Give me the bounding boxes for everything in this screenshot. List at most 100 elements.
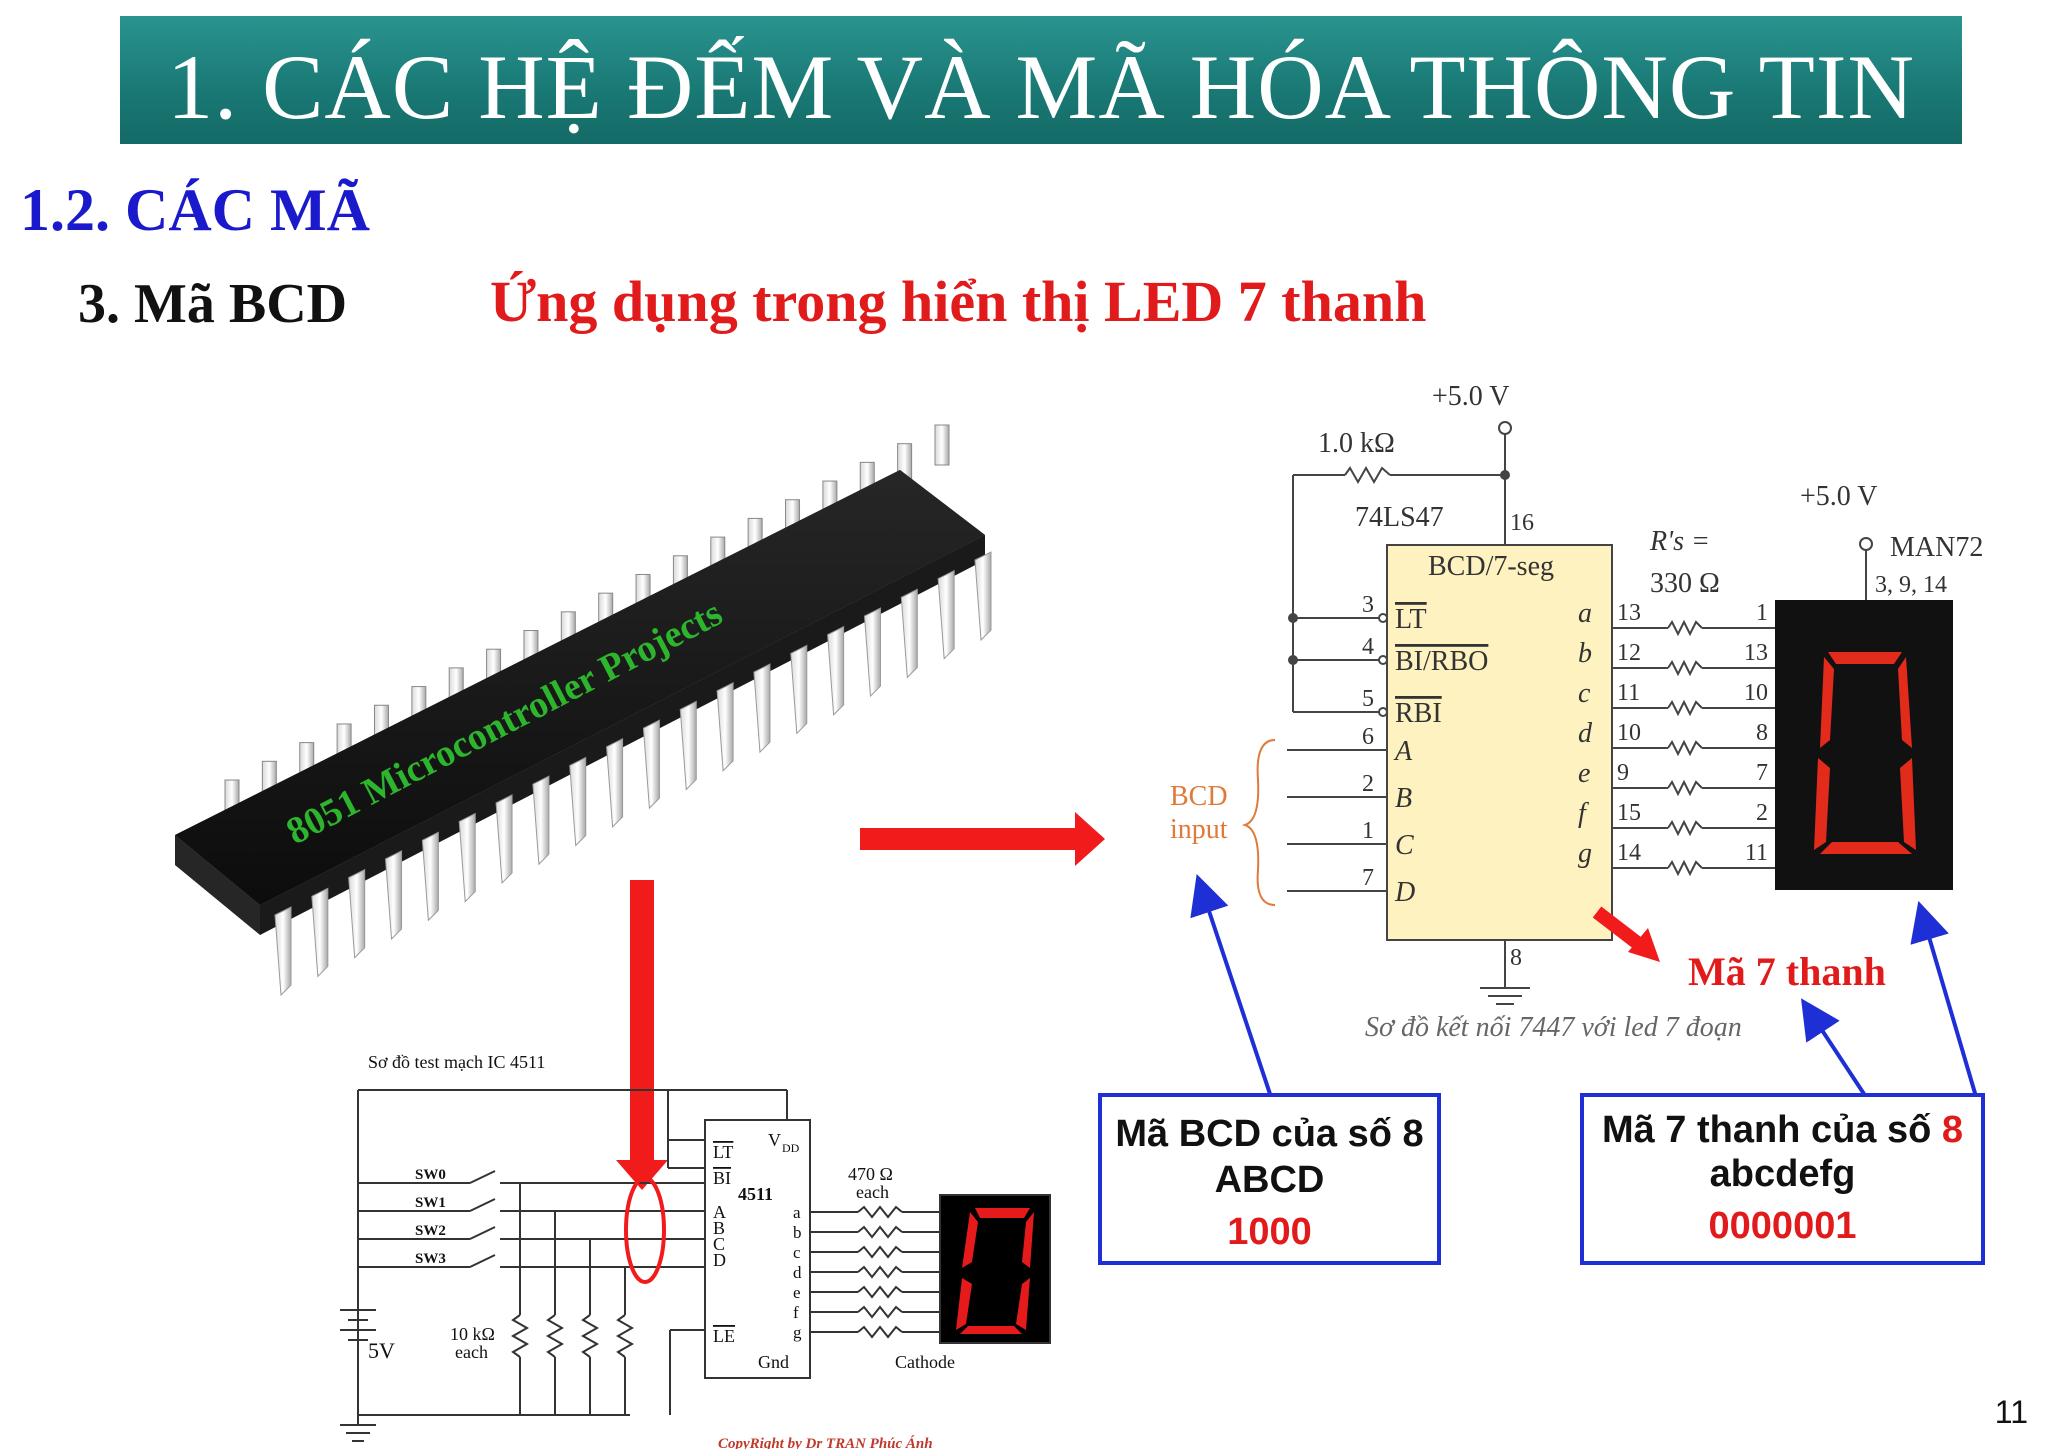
chip-8051: 8051 Microcontroller Projects — [175, 424, 992, 997]
input-pin-number: 4 — [1362, 634, 1374, 660]
segment-name: e — [1578, 758, 1590, 789]
switch-blade — [469, 1226, 496, 1240]
cathode-label: Cathode — [895, 1352, 955, 1372]
pulldown-resistor — [580, 1314, 600, 1358]
ic-output-pin: b — [793, 1223, 802, 1242]
section-heading: 1.2. CÁC MÃ — [20, 177, 370, 243]
output-resistor — [857, 1285, 903, 1299]
vdd-sub-label: DD — [782, 1141, 800, 1155]
ic-output-pin: 11 — [1617, 680, 1640, 706]
seg-box-title: Mã 7 thanh của số 8 — [1584, 1109, 1981, 1152]
input-pin-name: A — [1393, 736, 1413, 767]
chip-pin — [606, 738, 624, 828]
title-banner: 1. CÁC HỆ ĐẾM VÀ MÃ HÓA THÔNG TIN — [120, 16, 1962, 144]
ic-4511-name: 4511 — [738, 1184, 773, 1204]
segment-name: c — [1578, 678, 1591, 709]
output-resistor — [857, 1205, 903, 1219]
vcc-top-label: +5.0 V — [1432, 381, 1510, 412]
chip-pin — [863, 607, 881, 698]
input-pin-number: 7 — [1362, 865, 1374, 891]
segment-name: b — [1578, 638, 1592, 669]
chip-pin — [385, 850, 403, 941]
ic-output-pin: 13 — [1617, 600, 1641, 626]
input-pin-name: B — [1395, 783, 1412, 814]
chip-pin — [642, 719, 660, 810]
chip-pin — [495, 794, 513, 885]
segment-resistor — [1667, 659, 1703, 677]
battery-label: 5V — [368, 1338, 395, 1363]
application-heading: Ứng dụng trong hiển thị LED 7 thanh — [490, 269, 1427, 334]
input-pin-name: LT — [1395, 604, 1427, 635]
le-label: LE — [713, 1326, 735, 1346]
bcd-box-title: Mã BCD của số 8 — [1115, 1113, 1424, 1155]
led-pin: 13 — [1744, 640, 1768, 666]
input-pin-number: 5 — [1362, 686, 1374, 712]
ic-output-pin: 12 — [1617, 640, 1641, 666]
input-pin-number: 2 — [1362, 771, 1374, 797]
ic-output-pin: c — [793, 1243, 801, 1262]
switch-label: SW1 — [415, 1195, 446, 1211]
vcc-led-label: +5.0 V — [1800, 481, 1878, 512]
ic-output-pin: 14 — [1617, 840, 1641, 866]
switch-blade — [469, 1254, 496, 1268]
ic-input-pin: A — [713, 1202, 726, 1222]
segment-name: d — [1578, 718, 1593, 749]
circuit-4511-caption: Sơ đồ test mạch IC 4511 — [368, 1052, 545, 1072]
chip-pin — [274, 906, 292, 997]
circuit-7447-labels: +5.0 V 1.0 kΩ 74LS47 16 BCD/7-seg 8 R's … — [1170, 381, 1983, 1043]
circuit-4511 — [340, 1089, 1051, 1442]
pulldown-resistor — [545, 1314, 565, 1358]
pulldown-resistor — [510, 1314, 530, 1358]
chip-pin — [311, 887, 329, 978]
resistor-each-label: each — [856, 1182, 889, 1202]
input-pin-number: 3 — [1362, 592, 1374, 618]
switch-label: SW2 — [415, 1223, 446, 1239]
output-resistor — [857, 1265, 903, 1279]
led-pin: 8 — [1756, 720, 1768, 746]
output-resistor — [857, 1225, 903, 1239]
output-resistor — [857, 1245, 903, 1259]
chip-pin — [421, 831, 439, 922]
ic-input-pin: C — [713, 1234, 725, 1254]
led-pin: 7 — [1756, 760, 1768, 786]
circuit-7447-caption: Sơ đồ kết nối 7447 với led 7 đoạn — [1365, 1012, 1742, 1043]
red-arrow-down — [616, 880, 668, 1190]
segment-resistor — [1667, 859, 1703, 877]
ic-output-pin: 10 — [1617, 720, 1641, 746]
vdd-label: V — [768, 1130, 781, 1150]
bcd-input-label-1: BCD — [1170, 781, 1228, 812]
switch-label: SW0 — [415, 1167, 446, 1183]
chip-pin — [458, 812, 476, 903]
chip-pin — [532, 775, 550, 866]
seg-code-label: Mã 7 thanh — [1688, 949, 1886, 994]
ic-output-pin: a — [793, 1203, 801, 1222]
led-pin: 2 — [1756, 800, 1768, 826]
segment-resistor — [1667, 779, 1703, 797]
chip-pin — [753, 663, 771, 754]
seven-seg-code-box: Mã 7 thanh của số 8 abcdefg 0000001 — [1580, 1093, 1985, 1265]
rs-label-1: R's = — [1649, 526, 1710, 557]
input-pin-name: C — [1395, 830, 1414, 861]
chip-pin — [348, 868, 366, 959]
segment-resistor — [1667, 739, 1703, 757]
input-pin-number: 6 — [1362, 724, 1374, 750]
chip-pin — [827, 625, 845, 716]
switch-label: SW3 — [415, 1251, 446, 1267]
input-pin-number: 1 — [1362, 818, 1374, 844]
ic-output-pin: d — [793, 1263, 802, 1282]
chip-pin — [569, 756, 587, 847]
segment-name: g — [1578, 838, 1592, 869]
gnd-label: Gnd — [758, 1352, 789, 1372]
segment-resistor — [1667, 699, 1703, 717]
chip-pin — [790, 644, 808, 735]
chip-pin — [679, 700, 697, 791]
segment-resistor — [1667, 619, 1703, 637]
segment-resistor — [1667, 819, 1703, 837]
seg-box-title-digit: 8 — [1941, 1109, 1964, 1151]
led-pin: 10 — [1744, 680, 1768, 706]
led-common-pins: 3, 9, 14 — [1875, 572, 1947, 598]
bcd-box-order: ABCD — [1214, 1159, 1325, 1201]
switch-blade — [469, 1198, 496, 1212]
ic-input-pin: B — [713, 1218, 725, 1238]
ic-output-pin: e — [793, 1283, 801, 1302]
